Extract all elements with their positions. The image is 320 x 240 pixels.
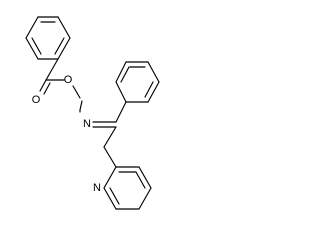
bond	[138, 166, 152, 189]
molecule-structure-diagram: O O N N	[25, 16, 160, 210]
bond	[103, 146, 117, 168]
bond	[103, 166, 117, 189]
oxime-group	[79, 109, 117, 128]
pyridine-ring	[103, 126, 152, 210]
bond	[103, 187, 117, 210]
atom-label-n-oxime: N	[83, 118, 91, 130]
bond-inner	[54, 37, 65, 55]
bond	[25, 37, 39, 60]
bond	[57, 37, 71, 60]
bond	[147, 61, 160, 83]
bond	[45, 58, 59, 81]
bond-inner	[31, 37, 42, 55]
benzoyl-phenyl-ring	[25, 16, 71, 60]
bond	[115, 101, 127, 123]
bond	[138, 187, 152, 210]
atom-label-o-carbonyl: O	[32, 94, 41, 106]
ester-linkage	[39, 58, 83, 111]
atom-label-n-pyridine: N	[93, 182, 101, 194]
phenyl-ring	[115, 61, 160, 123]
bond-inner	[120, 66, 130, 83]
bond	[25, 16, 39, 39]
carbonyl-double-bond	[43, 82, 51, 95]
bond	[103, 126, 117, 148]
bond	[115, 61, 127, 83]
bond	[115, 81, 127, 103]
bond	[79, 100, 83, 111]
carbonyl-double-bond	[39, 79, 47, 92]
bond	[72, 85, 81, 99]
bond	[147, 81, 160, 103]
molecule-svg: O O N N	[25, 16, 160, 210]
bond-inner	[109, 187, 120, 205]
bond-inner	[144, 81, 154, 98]
bond-inner	[135, 171, 146, 189]
bond	[57, 16, 71, 39]
atom-label-o-ester: O	[64, 74, 73, 86]
